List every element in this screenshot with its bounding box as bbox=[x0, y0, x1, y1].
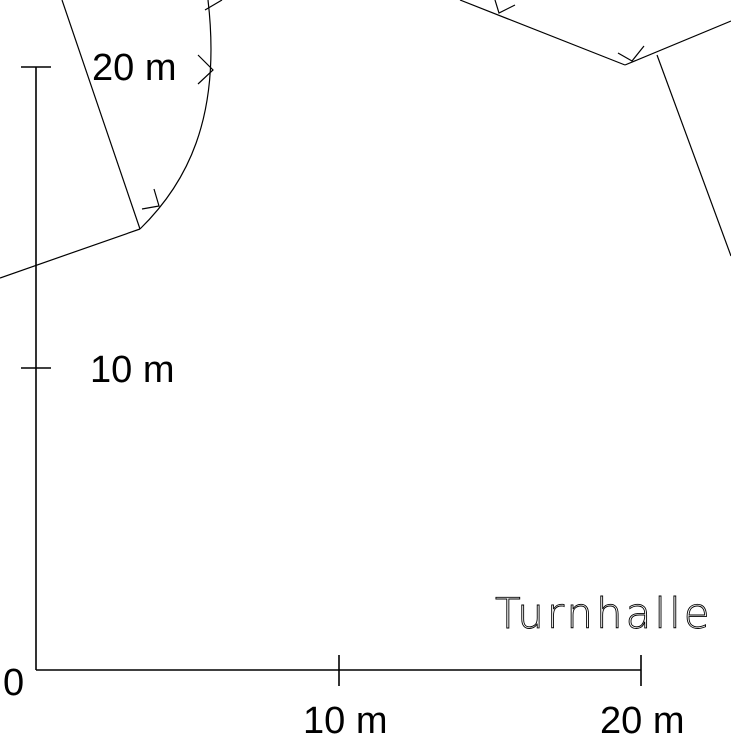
x-tick-label-20m: 20 m bbox=[600, 700, 684, 742]
path-segment-right-upper bbox=[624, 20, 731, 66]
path-segment-lower-left bbox=[0, 228, 141, 279]
building-label: Turnhalle bbox=[495, 589, 713, 638]
y-tick-label-10m: 10 m bbox=[90, 349, 174, 391]
arrow-tick-icon bbox=[204, 0, 223, 11]
x-tick-label-10m: 10 m bbox=[303, 700, 387, 742]
arrow-chevron-icon bbox=[197, 54, 214, 85]
axes: 0 10 m 20 m 10 m 20 m bbox=[3, 47, 684, 742]
path-segment-right-diagonal bbox=[656, 54, 731, 257]
direction-arrows bbox=[141, 0, 645, 210]
path-segment-top-right bbox=[459, 0, 626, 66]
arrow-chevron-icon bbox=[141, 188, 160, 210]
arrow-chevron-icon bbox=[494, 0, 516, 14]
arrow-chevron-icon bbox=[617, 45, 645, 62]
path-curve bbox=[139, 0, 212, 230]
y-tick-label-20m: 20 m bbox=[92, 47, 176, 89]
origin-label: 0 bbox=[3, 662, 24, 704]
path-segment-left-diagonal bbox=[61, 0, 141, 230]
path-lines bbox=[0, 0, 731, 279]
